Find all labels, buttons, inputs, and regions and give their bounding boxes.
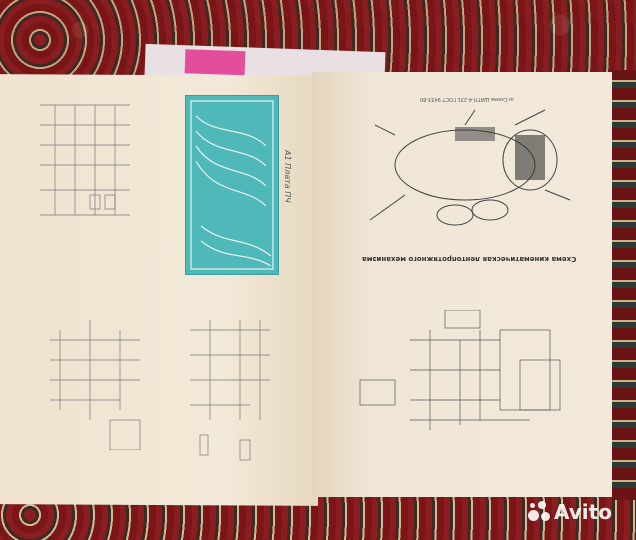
circuit-schematic-top-left [30,95,140,225]
right-page [312,72,612,497]
carpet-right [612,70,636,500]
pcb-title: А1 Плата ПЧ [283,150,292,203]
circuit-schematic-right [350,309,580,450]
avito-watermark: Avito [528,500,612,524]
magazine-cover-stripe [184,49,246,76]
avito-watermark-text: Avito [554,500,612,524]
avito-logo-icon [528,501,550,523]
circuit-schematic-bottom-middle [180,310,280,480]
pcb-layout [185,95,279,275]
circuit-schematic-bottom-left [40,300,150,451]
tape-mechanism-drawing [365,105,580,245]
mechanism-subtitle: ш Схема ШАТЛ-4-231 ГОСТ 9433-80 [420,96,514,102]
mechanism-title: Схема кинематическая лентопротяжного мех… [362,255,577,263]
